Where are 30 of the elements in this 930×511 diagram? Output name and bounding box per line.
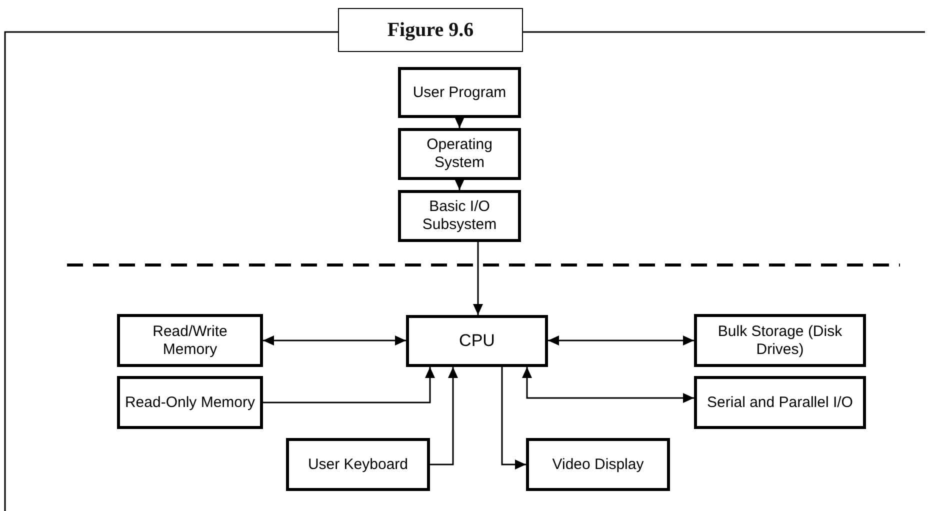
arrow	[501, 367, 526, 470]
process-box	[406, 315, 548, 367]
box-label: Read/Write Memory	[152, 322, 228, 358]
box-label: CPU	[458, 330, 496, 352]
box-label: Video Display	[551, 456, 645, 474]
box-label: Operating System	[426, 136, 494, 172]
arrow	[548, 336, 694, 346]
box-label: Read-Only Memory	[124, 394, 256, 412]
process-box	[286, 438, 430, 491]
arrow	[263, 336, 406, 346]
process-box	[694, 314, 866, 367]
arrow	[522, 367, 694, 403]
arrow	[454, 179, 464, 190]
process-box	[694, 376, 866, 429]
arrow	[454, 117, 464, 128]
box-label: Serial and Parallel I/O	[706, 394, 854, 412]
process-box	[398, 128, 521, 180]
box-label: User Program	[412, 84, 508, 102]
process-box	[117, 314, 263, 367]
arrow	[473, 242, 483, 315]
arrow	[430, 367, 458, 466]
process-box	[526, 438, 670, 491]
process-box	[117, 376, 263, 429]
box-label: Bulk Storage (Disk Drives)	[716, 322, 844, 358]
arrow	[263, 367, 435, 404]
box-label: Basic I/O Subsystem	[421, 198, 498, 234]
box-label: User Keyboard	[306, 456, 410, 474]
figure-title: Figure 9.6	[338, 8, 523, 52]
process-box	[398, 190, 521, 242]
process-box	[398, 67, 521, 118]
